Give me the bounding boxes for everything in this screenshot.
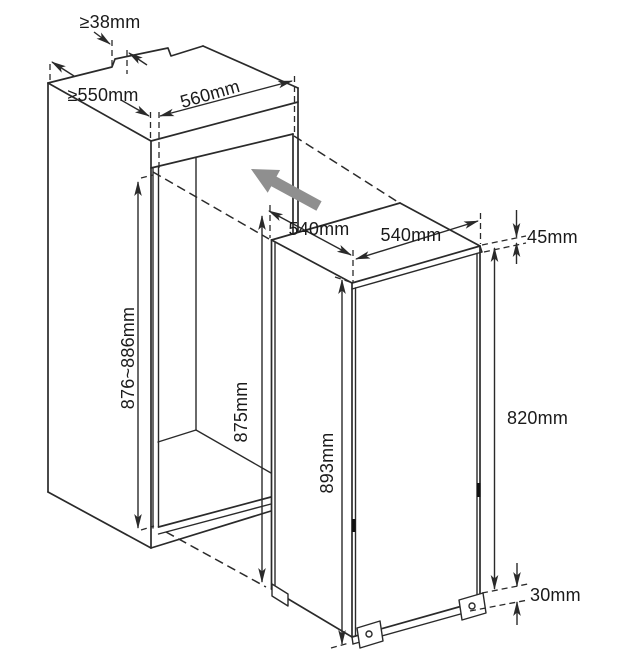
dim-label-door-height: 820mm [507, 408, 568, 428]
dim-label-top-vent-clearance: ≥38mm [80, 12, 141, 32]
dim-fridge-height: 893mm [317, 276, 351, 649]
dim-bottom-clearance: 30mm [469, 563, 581, 625]
insertion-arrow-icon [251, 169, 322, 211]
dim-niche-width: 560mm [158, 76, 296, 170]
refrigerator [270, 202, 487, 649]
insertion-arrow [251, 169, 322, 211]
dim-top-vent-clearance: ≥38mm [80, 12, 148, 74]
dim-label-niche-inner-height: 875mm [231, 381, 251, 442]
dim-label-fridge-width: 540mm [380, 225, 441, 245]
dim-label-fridge-height: 893mm [317, 432, 337, 493]
dim-label-niche-front-height: 876~886mm [118, 307, 138, 409]
dim-fridge-width: 540mm [355, 213, 482, 260]
dim-label-fridge-depth: 540mm [288, 219, 349, 239]
dim-label-niche-width: 560mm [178, 76, 242, 112]
foot-bracket [458, 592, 487, 621]
dim-fridge-depth: 540mm [268, 205, 354, 282]
dim-door-height: 820mm [490, 247, 568, 590]
dim-label-bottom-clearance: 30mm [530, 585, 581, 605]
foot-bracket [271, 583, 289, 607]
cabinet-niche [47, 45, 299, 549]
insertion-path-dashed [152, 135, 399, 588]
foot-screw [468, 602, 476, 610]
dim-label-niche-depth: ≥550mm [67, 85, 138, 105]
dim-top-gap: 45mm [481, 210, 578, 264]
dim-niche-depth: ≥550mm [49, 61, 152, 141]
dim-niche-inner-height: 875mm [231, 215, 266, 583]
foot-bracket [356, 620, 384, 649]
dim-label-top-gap: 45mm [527, 227, 578, 247]
foot-screw [365, 630, 373, 638]
dim-niche-front-height: 876~886mm [118, 174, 155, 531]
